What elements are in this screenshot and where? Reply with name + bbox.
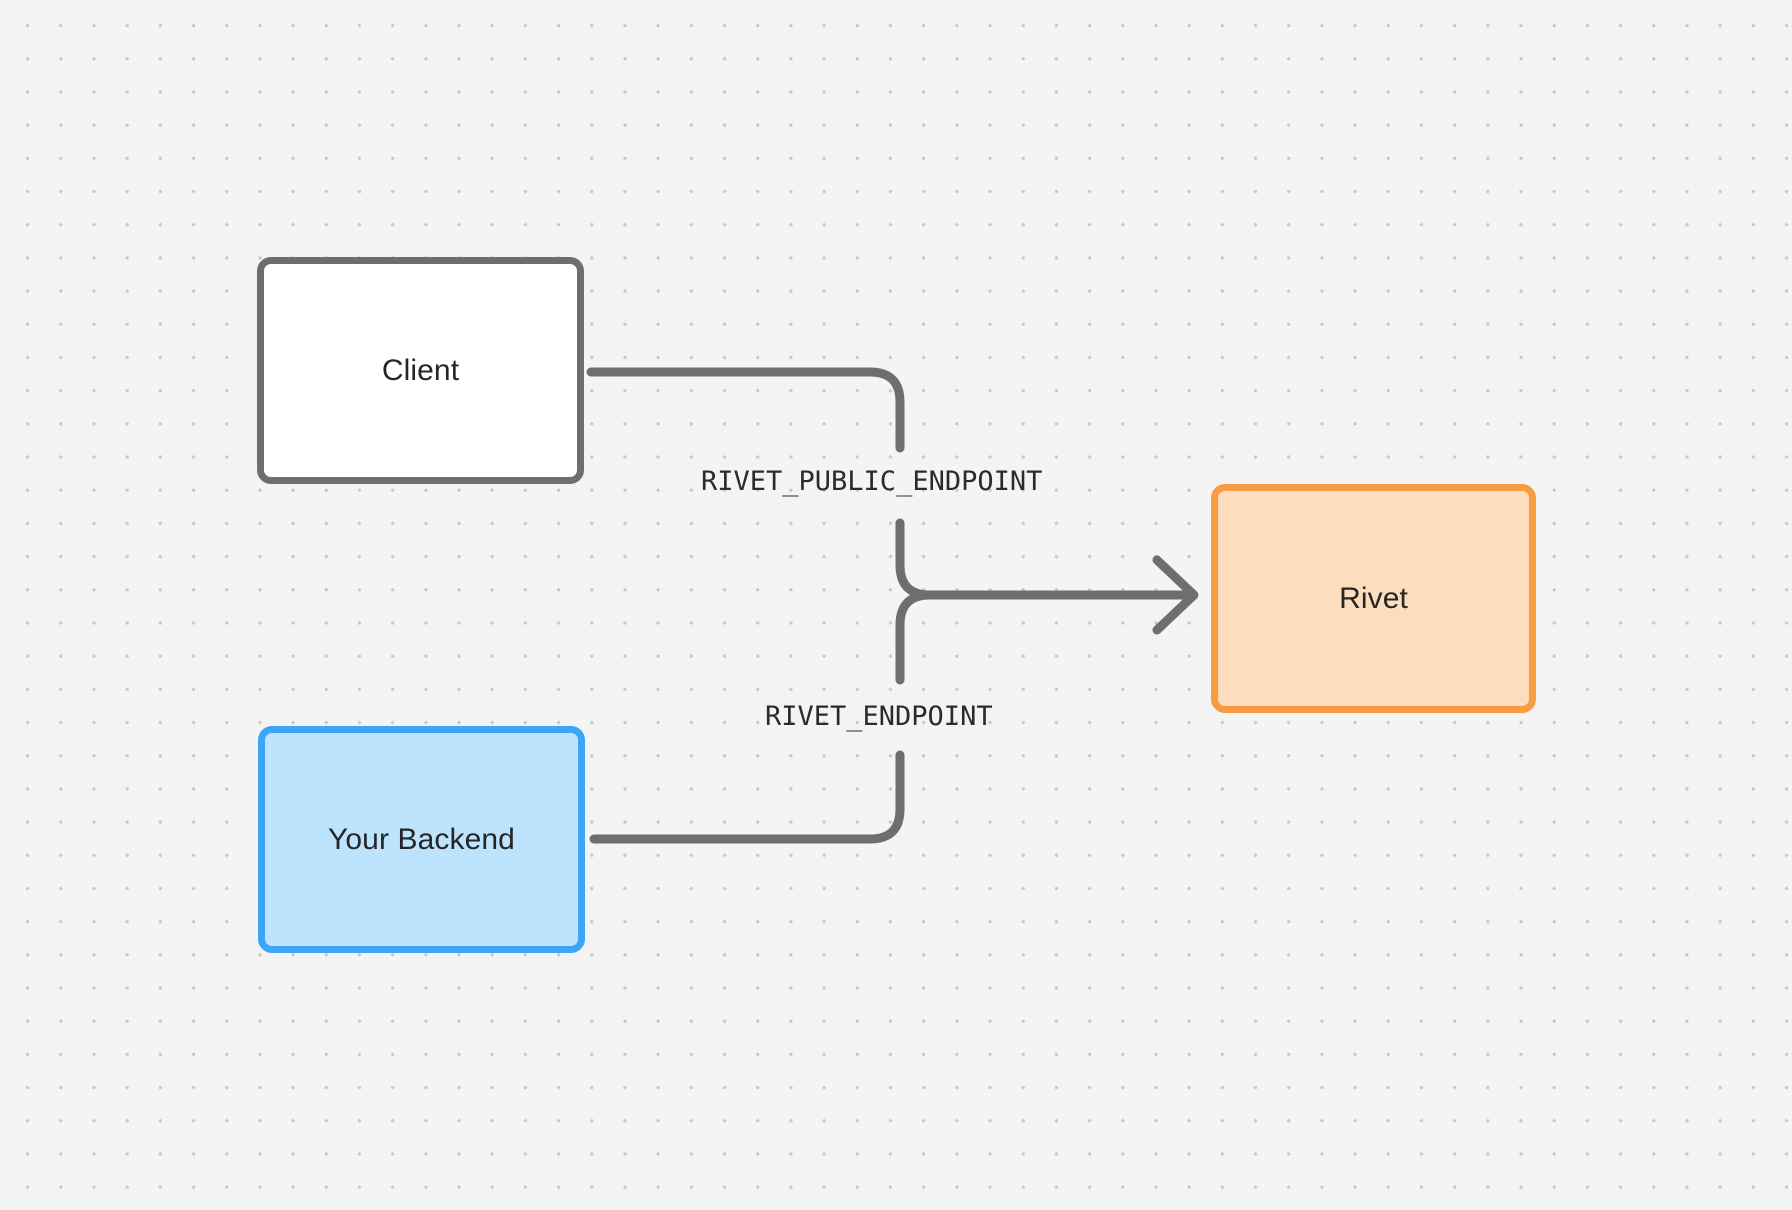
node-your-backend[interactable]: Your Backend: [258, 726, 585, 953]
edge-label-rivet-public-endpoint: RIVET_PUBLIC_ENDPOINT: [701, 466, 1043, 497]
node-client[interactable]: Client: [257, 257, 584, 484]
node-rivet-label: Rivet: [1339, 581, 1408, 615]
node-your-backend-label: Your Backend: [328, 822, 515, 856]
edge-label-rivet-endpoint: RIVET_ENDPOINT: [765, 701, 993, 732]
arrowhead-icon: [1152, 555, 1199, 635]
node-client-label: Client: [381, 353, 460, 387]
node-rivet[interactable]: Rivet: [1211, 484, 1536, 713]
